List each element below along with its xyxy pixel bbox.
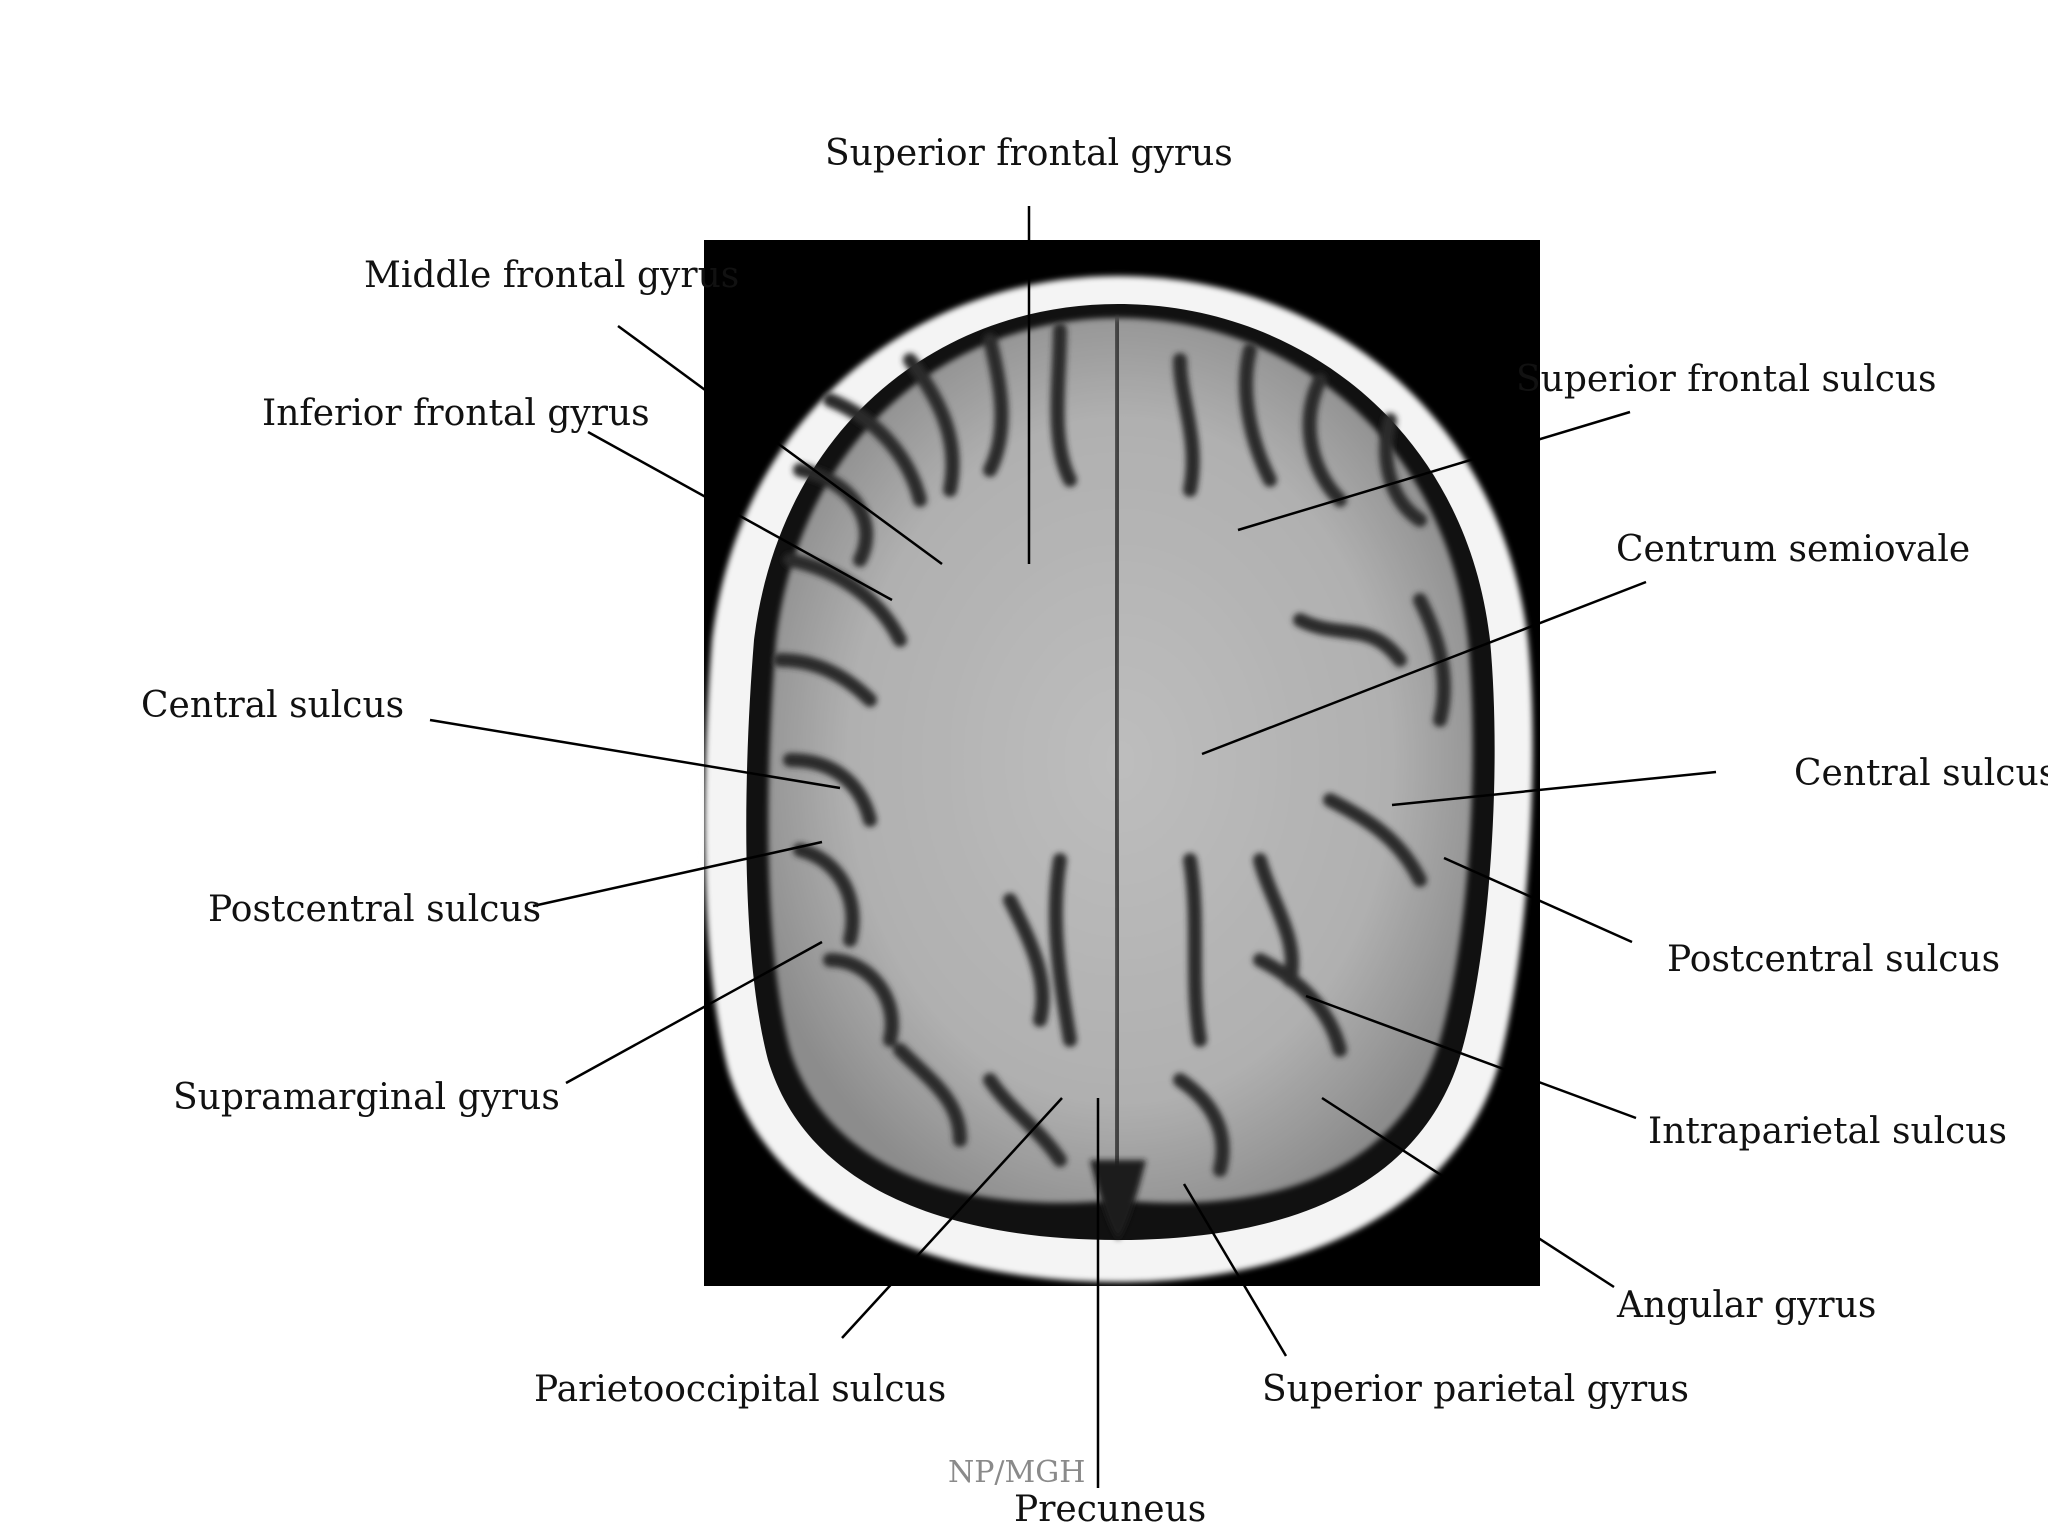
label-central-sulcus-right: Central sulcus (1794, 753, 2048, 794)
label-intraparietal-sulcus: Intraparietal sulcus (1648, 1111, 2007, 1152)
leader-inferior-frontal-gyrus (587, 430, 893, 602)
label-postcentral-sulcus-left: Postcentral sulcus (208, 889, 542, 930)
leader-central-sulcus-left (429, 718, 841, 790)
label-superior-frontal-gyrus: Superior frontal gyrus (825, 133, 1233, 174)
leader-postcentral-sulcus-right (1443, 856, 1633, 944)
leader-intraparietal-sulcus (1305, 994, 1637, 1120)
label-centrum-semiovale: Centrum semiovale (1616, 529, 1971, 570)
leader-postcentral-sulcus-left (532, 840, 823, 908)
interhemispheric-fissure (1110, 317, 1124, 1211)
label-superior-frontal-sulcus: Superior frontal sulcus (1516, 359, 1937, 400)
label-postcentral-sulcus-right: Postcentral sulcus (1667, 939, 2001, 980)
leader-superior-frontal-sulcus (1237, 410, 1631, 532)
leader-superior-parietal-gyrus (1182, 1183, 1288, 1357)
label-middle-frontal-gyrus: Middle frontal gyrus (364, 255, 740, 296)
label-parietooccipital-sulcus: Parietooccipital sulcus (534, 1369, 947, 1410)
label-precuneus: Precuneus (1014, 1489, 1207, 1530)
leader-parietooccipital-sulcus (841, 1097, 1063, 1339)
leader-middle-frontal-gyrus (617, 324, 943, 566)
label-central-sulcus-left: Central sulcus (141, 685, 405, 726)
leader-angular-gyrus (1321, 1096, 1615, 1289)
sulci-pattern (773, 323, 1451, 1177)
label-superior-parietal-gyrus: Superior parietal gyrus (1262, 1369, 1689, 1410)
leader-supramarginal-gyrus (565, 940, 823, 1085)
label-inferior-frontal-gyrus: Inferior frontal gyrus (262, 393, 650, 434)
leader-central-sulcus-right (1391, 770, 1717, 807)
label-supramarginal-gyrus: Supramarginal gyrus (173, 1077, 560, 1118)
leader-lines (429, 206, 1717, 1488)
image-credit: NP/MGH (948, 1455, 1086, 1490)
leader-centrum-semiovale (1201, 580, 1647, 756)
label-angular-gyrus: Angular gyrus (1617, 1285, 1877, 1326)
